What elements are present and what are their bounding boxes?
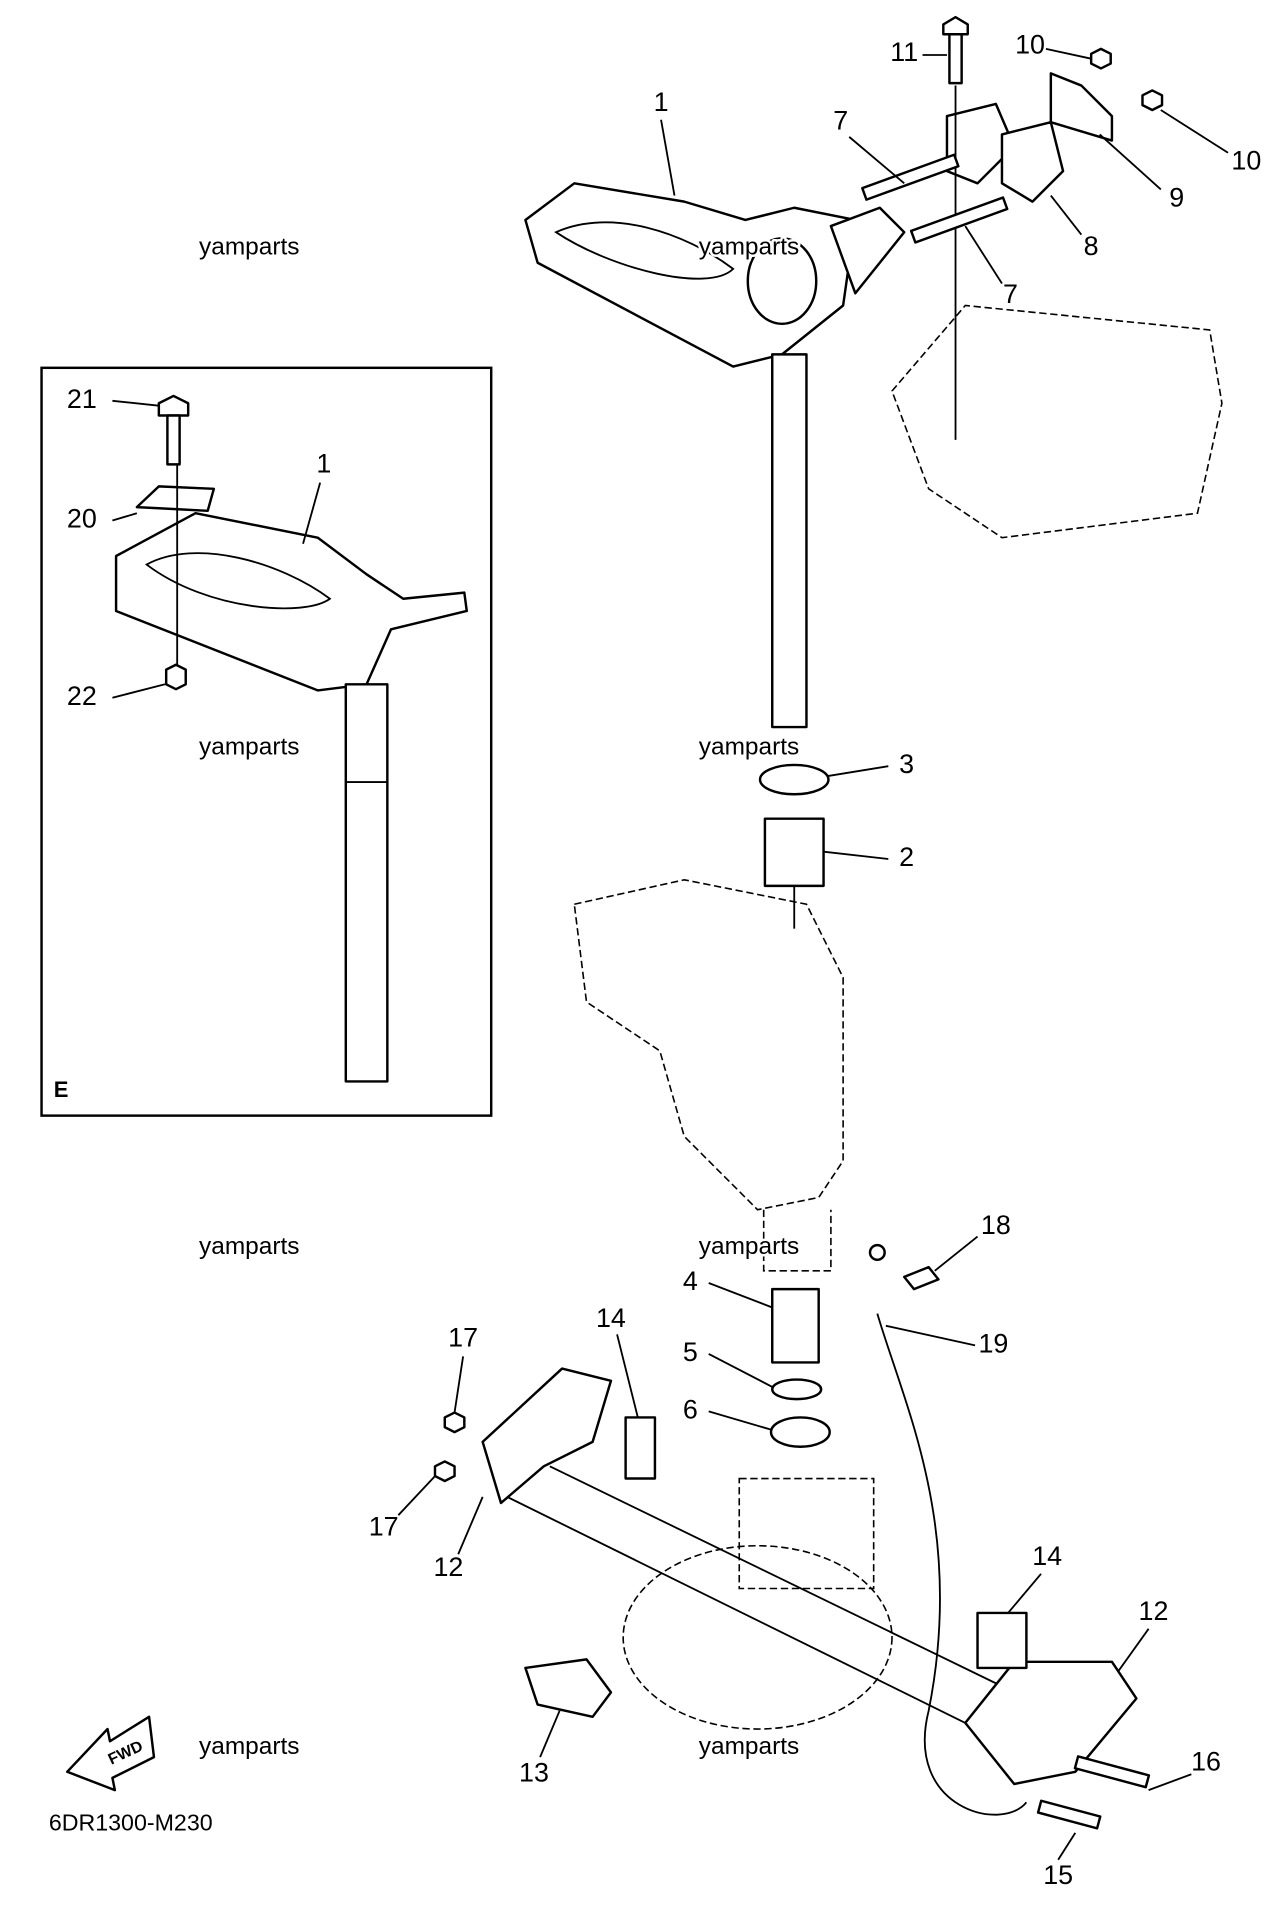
bolt-16 <box>1073 1755 1151 1789</box>
steering-shaft-inset <box>344 683 389 1083</box>
callout-12: 12 <box>433 1552 463 1582</box>
bracket-bore <box>746 237 818 326</box>
stud-7b <box>909 196 1009 244</box>
callout-18: 18 <box>981 1210 1011 1240</box>
bolt-18 <box>902 1265 940 1291</box>
callout-7: 7 <box>833 105 848 135</box>
callout-14: 14 <box>596 1303 626 1333</box>
plate-20 <box>135 485 216 513</box>
watermark: yamparts <box>699 1733 799 1760</box>
cap-14-right <box>976 1611 1028 1670</box>
callout-20: 20 <box>67 504 97 534</box>
callouts: 1 7 11 10 10 9 8 7 3 2 18 4 19 14 17 5 6… <box>369 30 1262 1890</box>
callout-3: 3 <box>899 749 914 779</box>
inset-letter: E <box>54 1077 69 1102</box>
steering-shaft <box>771 353 808 729</box>
bolt-11 <box>948 33 963 85</box>
callout-16: 16 <box>1191 1746 1221 1776</box>
fwd-arrow-icon: FWD <box>65 1715 156 1792</box>
callout-2: 2 <box>899 842 914 872</box>
callout-12b: 12 <box>1139 1596 1169 1626</box>
plate-9 <box>1049 72 1114 142</box>
callout-1-inset: 1 <box>316 449 331 479</box>
watermarks: yamparts yamparts yamparts yamparts yamp… <box>197 231 802 1762</box>
seal-3 <box>758 763 830 796</box>
bolt-21 <box>166 414 181 466</box>
ground-lead-19 <box>876 1313 1028 1816</box>
callout-15: 15 <box>1043 1860 1073 1890</box>
callout-11: 11 <box>890 37 918 67</box>
main-assembly <box>433 15 1223 1830</box>
o-ring-5 <box>771 1378 823 1401</box>
inset-panel: E 21 20 1 22 <box>40 366 493 1117</box>
swivel-bracket <box>573 878 844 1211</box>
callout-19: 19 <box>978 1328 1008 1358</box>
stud-7a <box>861 153 960 201</box>
nut-17b <box>433 1460 456 1483</box>
watermark: yamparts <box>199 733 299 760</box>
callout-21: 21 <box>67 384 97 414</box>
diagram-code: 6DR1300-M230 <box>49 1809 213 1835</box>
bushing-4 <box>771 1287 820 1364</box>
callout-8: 8 <box>1084 231 1099 261</box>
nut-10b <box>1141 89 1164 112</box>
seal-6 <box>769 1416 831 1448</box>
cap-13 <box>524 1658 613 1719</box>
cap-14-left <box>624 1416 657 1480</box>
callout-22: 22 <box>67 681 97 711</box>
watermark: yamparts <box>199 1233 299 1260</box>
bushing-2 <box>763 817 825 888</box>
watermark: yamparts <box>199 1733 299 1760</box>
nut-17a <box>443 1411 466 1434</box>
callout-10: 10 <box>1015 30 1045 60</box>
lower-cowling <box>891 304 1223 539</box>
callout-17: 17 <box>448 1322 478 1352</box>
callout-13: 13 <box>519 1757 549 1787</box>
watermark: yamparts <box>699 733 799 760</box>
callout-9: 9 <box>1169 182 1184 212</box>
callout-7b: 7 <box>1003 279 1018 309</box>
steering-bracket-inset <box>114 512 468 692</box>
watermark: yamparts <box>699 1233 799 1260</box>
nut-22 <box>164 663 187 691</box>
lower-mount-12-left <box>481 1367 613 1505</box>
callout-10b: 10 <box>1231 146 1261 176</box>
nut-10 <box>1089 47 1112 70</box>
bolt-15 <box>1036 1799 1102 1830</box>
leader-lines <box>397 48 1229 1861</box>
watermark: yamparts <box>199 234 299 261</box>
callout-6: 6 <box>683 1394 698 1424</box>
callout-14b: 14 <box>1032 1541 1062 1571</box>
callout-5: 5 <box>683 1337 698 1367</box>
callout-17b: 17 <box>369 1512 399 1542</box>
callout-4: 4 <box>683 1266 698 1296</box>
callout-1: 1 <box>654 87 669 117</box>
mount-8 <box>1000 120 1065 203</box>
lower-housing <box>622 1544 893 1730</box>
watermark: yamparts <box>699 234 799 261</box>
